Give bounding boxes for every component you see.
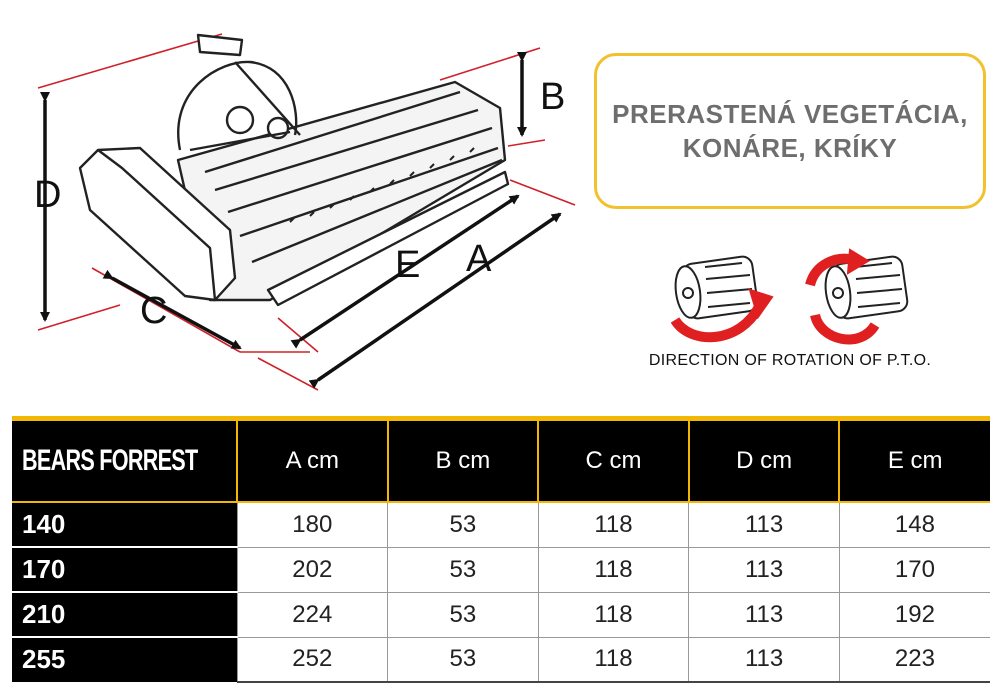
table-row: 140 180 53 118 113 148 (12, 502, 990, 548)
dimension-label-c: C (140, 290, 168, 332)
mulcher-body (78, 33, 510, 307)
info-line-1: PRERASTENÁ VEGETÁCIA, (612, 99, 968, 129)
dimension-arrows (40, 52, 562, 389)
cell-d: 113 (688, 547, 840, 593)
cell-e: 192 (838, 592, 990, 638)
cell-d: 113 (688, 637, 840, 683)
dimension-label-d: D (34, 174, 62, 216)
dimension-label-a: A (466, 238, 492, 280)
dimension-label-b: B (540, 76, 566, 118)
cell-e: 170 (838, 547, 990, 593)
cell-b: 53 (387, 502, 539, 548)
cell-b: 53 (387, 547, 539, 593)
pto-rotation-caption: DIRECTION OF ROTATION OF P.T.O. (648, 352, 932, 369)
pto-rotation-graphic (670, 248, 909, 345)
table-row: 255 252 53 118 113 223 (12, 637, 990, 683)
dimension-label-e: E (395, 244, 421, 286)
cell-a: 180 (236, 502, 388, 548)
row-model: 210 (12, 592, 237, 638)
cell-c: 118 (537, 502, 689, 548)
table-header-row: BEARS FORREST A cm B cm C cm D cm E cm (12, 416, 990, 503)
cell-c: 118 (537, 547, 689, 593)
row-model: 170 (12, 547, 237, 593)
cell-b: 53 (387, 637, 539, 683)
table-row: 210 224 53 118 113 192 (12, 592, 990, 638)
cell-c: 118 (537, 637, 689, 683)
cell-a: 202 (236, 547, 388, 593)
header-b: B cm (386, 416, 539, 503)
row-model: 255 (12, 637, 237, 682)
cell-b: 53 (387, 592, 539, 638)
mulcher-dimension-diagram (37, 33, 576, 391)
cell-a: 224 (236, 592, 388, 638)
vegetation-info-box: PRERASTENÁ VEGETÁCIA, KONÁRE, KRÍKY (594, 53, 986, 209)
header-c: C cm (537, 416, 689, 503)
row-model: 140 (12, 502, 237, 548)
cell-a: 252 (236, 637, 388, 683)
header-a: A cm (236, 416, 388, 503)
cell-e: 223 (838, 637, 990, 683)
pto-counterclockwise-icon (805, 248, 909, 345)
cell-d: 113 (688, 502, 840, 548)
cell-d: 113 (688, 592, 840, 638)
header-d: D cm (687, 416, 840, 503)
header-e: E cm (838, 416, 990, 503)
info-line-2: KONÁRE, KRÍKY (682, 133, 898, 163)
cell-c: 118 (537, 592, 689, 638)
cell-e: 148 (838, 502, 990, 548)
dimensions-table: BEARS FORREST A cm B cm C cm D cm E cm 1… (12, 416, 990, 683)
table-row: 170 202 53 118 113 170 (12, 547, 990, 593)
pto-clockwise-icon (670, 255, 774, 343)
header-model: BEARS FORREST (12, 416, 237, 503)
